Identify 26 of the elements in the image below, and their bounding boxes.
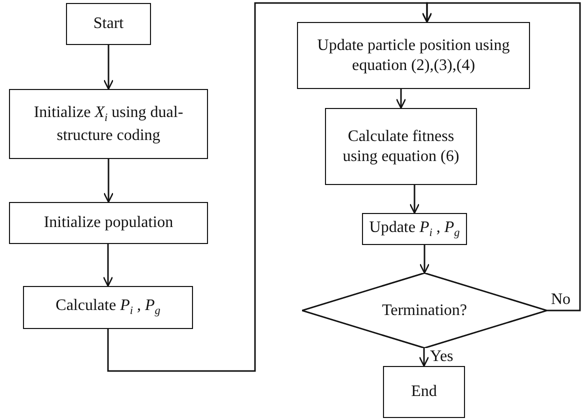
node-text: Start	[93, 14, 124, 34]
arrow	[103, 159, 114, 203]
arrow	[422, 2, 581, 312]
process-box	[23, 286, 193, 329]
arrow	[409, 185, 420, 214]
process-box	[362, 213, 467, 245]
node-text: Initialize population	[44, 213, 174, 233]
decision-diamond	[302, 273, 547, 348]
arrow	[419, 245, 430, 274]
arrow	[396, 89, 406, 109]
process-box	[325, 108, 477, 185]
arrow	[418, 348, 430, 367]
process-box	[9, 89, 208, 159]
node-text: Initialize X$_{i}$ using dual-structure coding	[32, 103, 184, 145]
arrow	[102, 244, 114, 287]
process-box	[297, 22, 530, 89]
node-text: Calculate P$_{i}$ , P$_{g}$	[56, 296, 160, 319]
node-text: Calculate fitness using equation (6)	[342, 127, 460, 166]
process-box	[66, 3, 151, 45]
process-box	[9, 202, 208, 244]
arrow	[103, 45, 114, 90]
node-text: Update P$_{i}$ , P$_{g}$	[369, 218, 460, 240]
node-text: End	[411, 382, 437, 402]
node-text: Termination?	[382, 300, 468, 320]
process-box	[383, 366, 465, 418]
node-text: Update particle position using equation (2),(3),(4)	[316, 36, 511, 75]
